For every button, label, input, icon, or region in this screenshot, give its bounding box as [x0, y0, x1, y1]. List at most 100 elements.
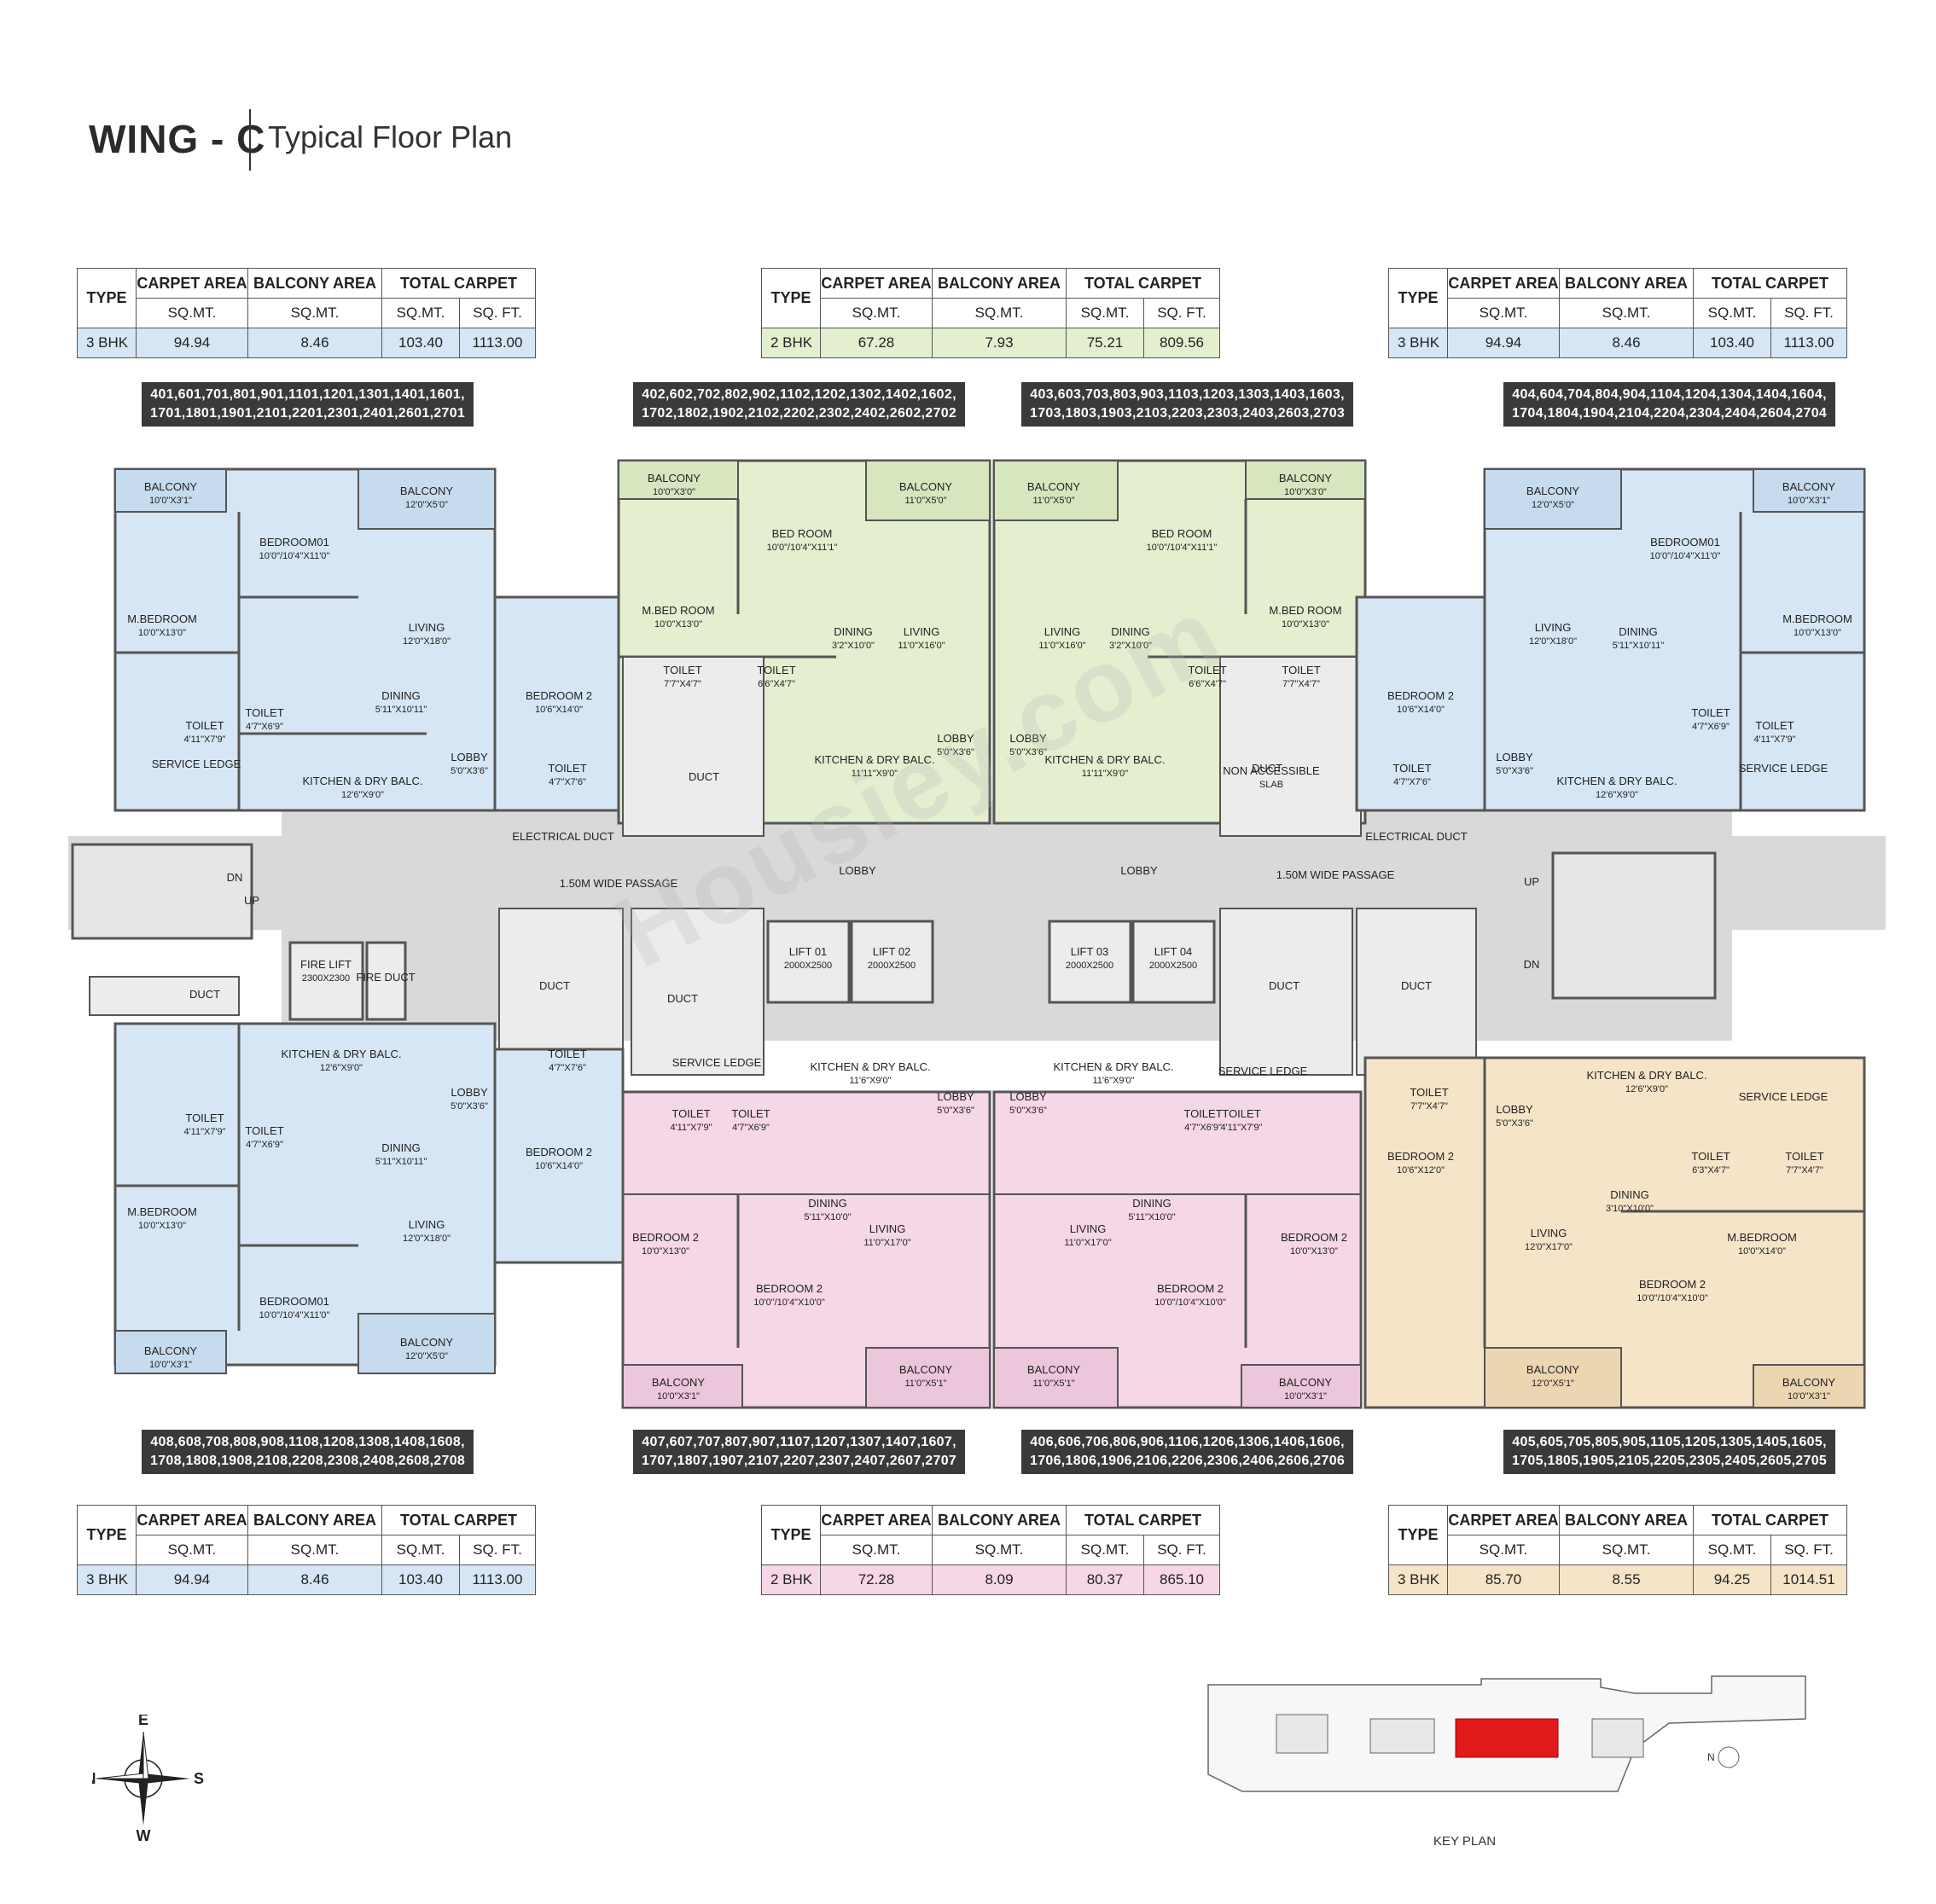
- room-label: UP: [1524, 875, 1539, 888]
- room-label-line: BALCONY: [1782, 480, 1835, 493]
- unit-header: SQ.MT.: [136, 1535, 248, 1565]
- room-label-line: DINING: [1111, 625, 1150, 638]
- room-label-line: SLAB: [1259, 780, 1283, 790]
- room-label-line: 11'11"X9'0": [1082, 769, 1129, 779]
- unit-header: SQ. FT.: [1143, 298, 1220, 328]
- room-label-line: LOBBY: [1496, 1103, 1533, 1116]
- room-label-line: 11'11"X9'0": [852, 769, 898, 779]
- room-label-line: 5'0"X3'6": [1009, 747, 1047, 758]
- room-label-line: 3'2"X10'0": [832, 641, 875, 651]
- room-label-line: 2000X2500: [1066, 961, 1113, 971]
- room-label-line: M.BEDROOM: [1782, 612, 1852, 625]
- table-cell: 80.37: [1066, 1564, 1144, 1595]
- room-label-line: SERVICE LEDGE: [1739, 1090, 1828, 1103]
- room-label: KITCHEN & DRY BALC. 12'6"X9'0": [302, 775, 422, 800]
- table-header: TYPE: [77, 268, 137, 328]
- room-label-line: LOBBY: [839, 864, 876, 877]
- stair-right: [1551, 851, 1717, 1000]
- room-label: DINING 5'11"X10'0": [1128, 1197, 1175, 1222]
- room-label-line: 5'0"X3'6": [937, 1106, 974, 1116]
- room-label-line: BED ROOM: [772, 527, 833, 540]
- table-header: CARPET AREA: [1447, 1505, 1560, 1535]
- room-label-line: 3'10"X10'0": [1606, 1204, 1654, 1214]
- room-label-line: 11'0"X17'0": [1064, 1238, 1111, 1248]
- room-label-line: TOILET: [663, 664, 701, 676]
- unit-number-box: 408,608,708,808,908,1108,1208,1308,1408,…: [142, 1430, 474, 1474]
- room-label-line: SERVICE LEDGE: [672, 1056, 762, 1069]
- room-label-line: UP: [244, 894, 259, 907]
- room-label-line: 11'0"X16'0": [898, 641, 945, 651]
- room-label-line: DINING: [1132, 1197, 1171, 1210]
- room-label-line: 12'6"X9'0": [1625, 1084, 1668, 1094]
- room-label: SERVICE LEDGE: [1739, 1090, 1828, 1103]
- unit-header: SQ.MT.: [381, 1535, 460, 1565]
- room-label-line: BEDROOM 2: [526, 1146, 592, 1158]
- unit-header: SQ.MT.: [247, 1535, 382, 1565]
- table-header: TYPE: [761, 1505, 821, 1565]
- room-label-line: 4'11"X7'9": [1220, 1123, 1262, 1133]
- room-label-line: BALCONY: [1027, 480, 1080, 493]
- room-label: DUCT: [1269, 979, 1299, 992]
- unit-402: [617, 459, 991, 837]
- room-label-line: DINING: [1619, 625, 1658, 638]
- room-label-line: KITCHEN & DRY BALC.: [1586, 1069, 1706, 1082]
- room-label-line: 6'3"X4'7": [1692, 1165, 1730, 1175]
- unit-404: [1355, 467, 1866, 812]
- table-cell: 103.40: [381, 328, 460, 358]
- room-label-line: 11'0"X5'1": [1032, 1379, 1074, 1389]
- room-label-line: DN: [227, 871, 243, 884]
- room-label: DUCT: [539, 979, 570, 992]
- room-label-line: BEDROOM01: [1650, 536, 1720, 549]
- table-header: TYPE: [77, 1505, 137, 1565]
- room-label-line: KITCHEN & DRY BALC.: [302, 775, 422, 787]
- room-label: SERVICE LEDGE: [152, 758, 241, 770]
- unit-header: SQ. FT.: [459, 1535, 536, 1565]
- room-label-line: 10'0"X3'1": [1284, 1391, 1327, 1402]
- room-label-line: 10'0"X3'1": [1788, 1391, 1830, 1402]
- room-label-line: 12'6"X9'0": [341, 790, 384, 800]
- room-label-line: BEDROOM 2: [1639, 1278, 1706, 1291]
- room-label: FIRE DUCT: [356, 971, 415, 984]
- unit-number-box: 403,603,703,803,903,1103,1203,1303,1403,…: [1021, 382, 1354, 427]
- room-label-line: 11'0"X5'0": [904, 496, 946, 506]
- room-label-line: 10'0"X3'1": [149, 496, 192, 506]
- room-label: 1.50M WIDE PASSAGE: [560, 877, 678, 890]
- unit-header: SQ.MT.: [932, 1535, 1067, 1565]
- room-label-line: 10'0"X13'0": [138, 1221, 186, 1231]
- room-label-line: 5'11"X10'11": [375, 1157, 427, 1167]
- room-label-line: 4'7"X7'6": [549, 1063, 586, 1073]
- table-cell: 85.70: [1447, 1564, 1560, 1595]
- table-header: BALCONY AREA: [247, 268, 382, 299]
- title-divider: [249, 109, 251, 171]
- table-cell: 3 BHK: [77, 1564, 137, 1595]
- room-label-line: 5'11"X10'0": [1128, 1212, 1175, 1222]
- room-label: LOBBY: [1120, 864, 1158, 877]
- room-label-line: FIRE DUCT: [356, 971, 415, 984]
- room-label-line: 4'7"X7'6": [1393, 777, 1431, 787]
- room-label-line: TOILET: [185, 1112, 224, 1124]
- room-label-line: BALCONY: [1526, 485, 1579, 497]
- balcony-hatch: [114, 468, 227, 513]
- room-label-line: BEDROOM 2: [1387, 689, 1454, 702]
- room-label-line: 11'0"X5'1": [904, 1379, 946, 1389]
